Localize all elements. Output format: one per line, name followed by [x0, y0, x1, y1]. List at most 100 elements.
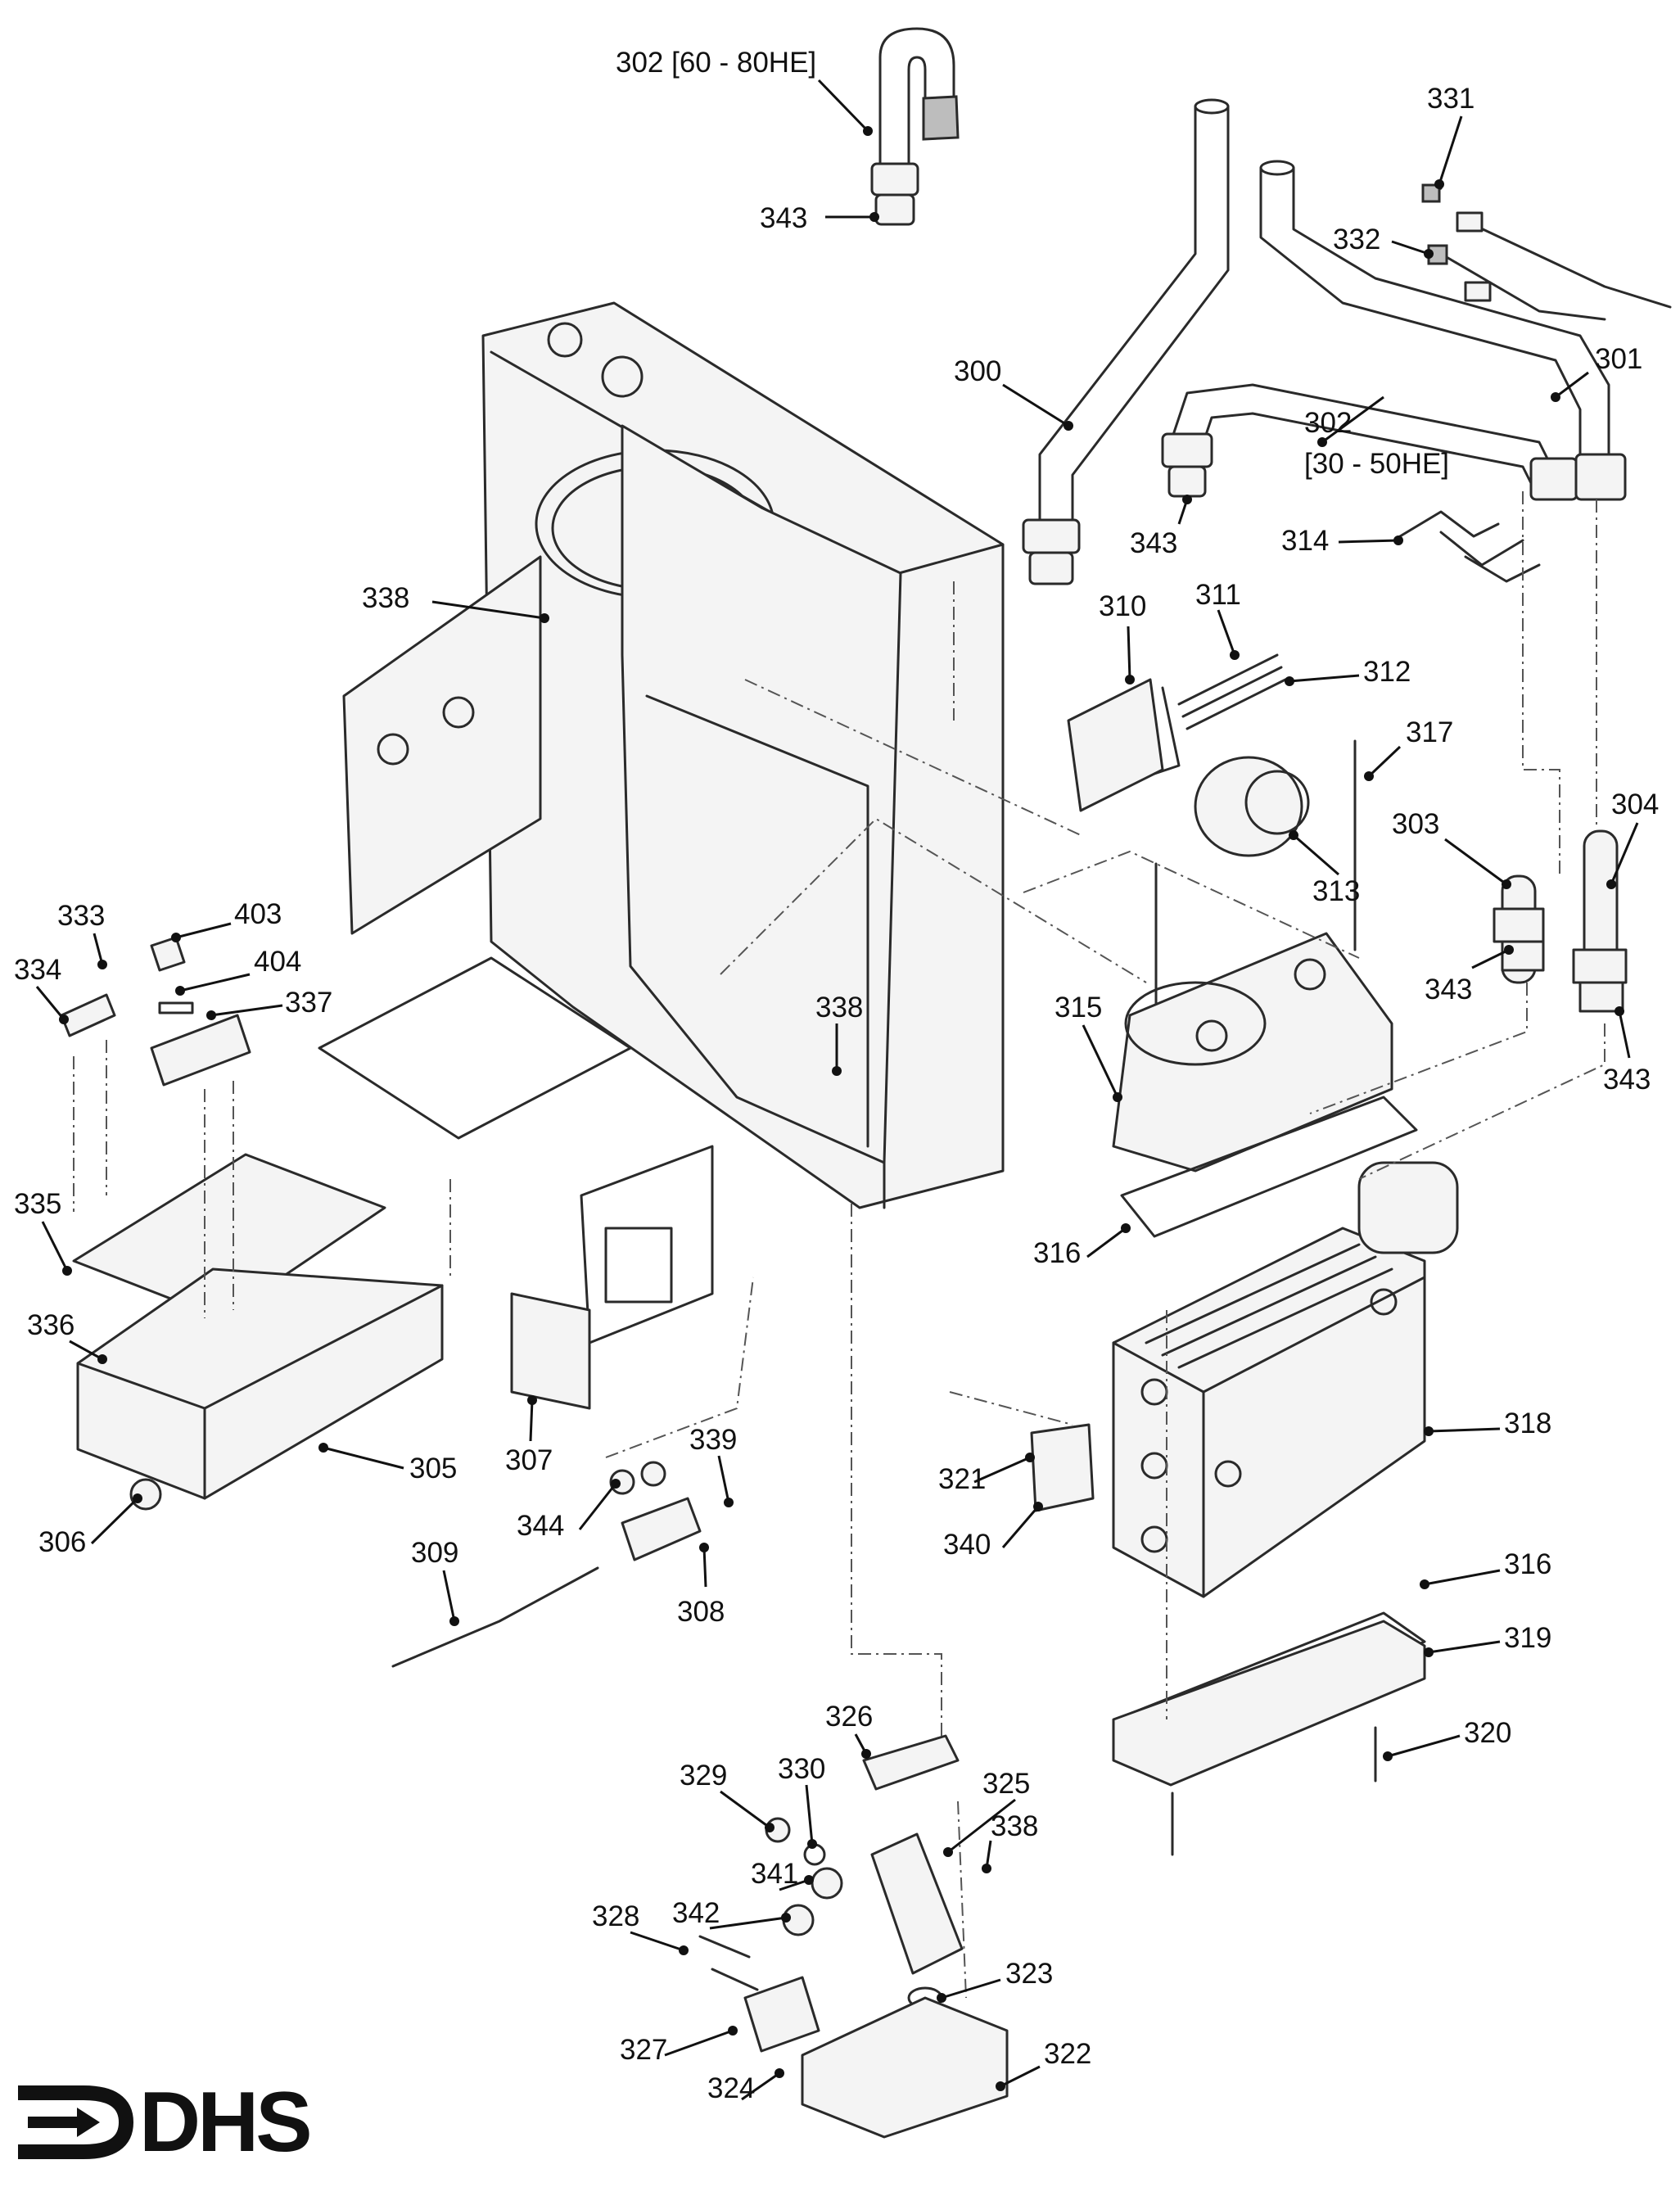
- callout-338b: 338: [815, 992, 863, 1023]
- callout-312: 312: [1363, 656, 1411, 688]
- leader-line: [175, 922, 232, 939]
- callout-316b: 316: [1504, 1548, 1551, 1580]
- leader-dot: [724, 1498, 734, 1507]
- callout-321: 321: [938, 1463, 986, 1495]
- leader-line: [805, 1784, 814, 1845]
- callout-307: 307: [505, 1444, 553, 1476]
- leader-dot: [1125, 675, 1135, 685]
- leader-line: [35, 986, 65, 1020]
- leader-dot: [728, 2026, 738, 2036]
- leader-line: [529, 1399, 534, 1442]
- leader-line: [709, 1916, 787, 1930]
- part-305-control-box: [76, 1267, 444, 1511]
- callout-305: 305: [409, 1453, 457, 1484]
- leader-dot: [804, 1875, 814, 1885]
- assembly-lines: [73, 491, 1605, 1999]
- leader-dot: [679, 1945, 689, 1955]
- callout-322: 322: [1044, 2038, 1091, 2070]
- leader-line: [741, 2072, 780, 2101]
- leader-dot: [996, 2081, 1005, 2091]
- leader-line: [1387, 1734, 1461, 1758]
- callout-341: 341: [751, 1858, 798, 1890]
- leader-line: [90, 1497, 139, 1545]
- part-314-clips: [1398, 510, 1541, 583]
- leader-line: [1289, 674, 1360, 683]
- leader-dot: [171, 933, 181, 942]
- leader-line: [431, 600, 545, 620]
- part-307-filter: [510, 1292, 591, 1410]
- leader-dot: [1317, 437, 1327, 447]
- callout-319: 319: [1504, 1622, 1551, 1654]
- callout-336: 336: [27, 1309, 75, 1341]
- leader-dot: [1424, 1426, 1434, 1436]
- leader-dot: [62, 1266, 72, 1276]
- leader-dot: [1033, 1502, 1043, 1511]
- leader-dot: [937, 1993, 946, 2003]
- callout-311: 311: [1195, 579, 1241, 611]
- leader-line: [323, 1446, 404, 1470]
- callout-329: 329: [680, 1760, 727, 1792]
- leader-line: [179, 973, 251, 992]
- callout-315: 315: [1055, 992, 1102, 1023]
- callout-338c: 338: [991, 1810, 1038, 1842]
- leader-dot: [863, 126, 873, 136]
- callout-320: 320: [1464, 1717, 1511, 1749]
- leader-dot: [59, 1014, 69, 1024]
- leader-line: [1001, 1506, 1040, 1548]
- leader-line: [442, 1570, 456, 1622]
- part-310-313: [1067, 653, 1310, 857]
- leader-dot: [1289, 830, 1298, 840]
- callout-335: 335: [14, 1188, 61, 1220]
- callout-337: 337: [285, 987, 332, 1019]
- leader-dot: [699, 1543, 709, 1552]
- leader-line: [779, 1878, 810, 1891]
- callout-309: 309: [411, 1537, 458, 1569]
- leader-line: [1610, 822, 1639, 885]
- leader-line: [1428, 1427, 1501, 1433]
- leader-line: [1000, 2065, 1041, 2088]
- leader-dot: [1383, 1751, 1393, 1761]
- leader-line: [720, 1790, 770, 1829]
- leader-dot: [807, 1839, 817, 1849]
- leader-dot: [943, 1847, 953, 1857]
- part-gas-valve-assembly: [698, 1734, 1009, 2139]
- callout-340: 340: [943, 1529, 991, 1561]
- dhs-arrow-icon: [18, 2085, 134, 2159]
- callout-331: 331: [1427, 83, 1475, 115]
- callout-342: 342: [672, 1897, 720, 1929]
- part-320-screws: [1171, 1726, 1377, 1856]
- leader-dot: [540, 613, 549, 623]
- leader-dot: [1434, 179, 1444, 189]
- leader-dot: [1551, 392, 1560, 402]
- leader-line: [1217, 609, 1236, 656]
- leader-line: [1293, 834, 1339, 876]
- leader-line: [1391, 240, 1429, 255]
- leader-dot: [982, 1864, 991, 1873]
- leader-dot: [1606, 879, 1616, 889]
- leader-dot: [206, 1010, 216, 1020]
- leader-line: [941, 1978, 1001, 1999]
- leader-line: [1618, 1010, 1631, 1059]
- leader-dot: [175, 986, 185, 996]
- leader-line: [1127, 626, 1131, 680]
- leader-line: [1002, 383, 1069, 427]
- part-drawings: [60, 27, 1672, 2139]
- leader-dot: [1025, 1453, 1035, 1462]
- callout-325: 325: [982, 1768, 1030, 1800]
- callout-327: 327: [620, 2034, 667, 2066]
- part-308-309: [391, 1461, 702, 1668]
- callout-343d: 343: [1603, 1064, 1651, 1096]
- part-319-sump: [1112, 1620, 1426, 1787]
- leader-dot: [1615, 1006, 1624, 1016]
- leader-line: [630, 1931, 684, 1952]
- part-318-heat-exchanger: [1112, 1161, 1459, 1598]
- part-flue-pipes: [1022, 98, 1627, 585]
- callout-404: 404: [254, 946, 301, 978]
- part-315-fan-hood: [1112, 932, 1393, 1173]
- callout-308: 308: [677, 1596, 725, 1628]
- leader-dot: [1182, 495, 1192, 504]
- leader-dot: [832, 1066, 842, 1076]
- leader-dot: [1504, 945, 1514, 955]
- leader-line: [817, 79, 869, 133]
